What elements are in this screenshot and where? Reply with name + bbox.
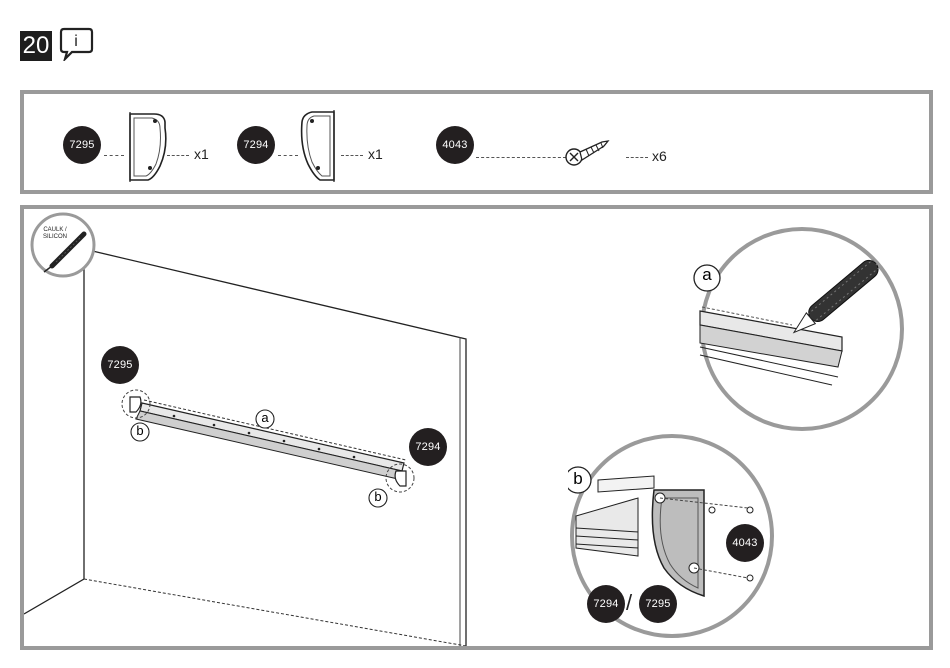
part-badge-7294: 7294	[409, 428, 447, 466]
callout-b-label: b	[129, 423, 151, 438]
leader-line	[167, 155, 189, 156]
detail-a-label: a	[694, 265, 720, 285]
separator-slash: /	[626, 590, 632, 616]
part-badge-7294: 7294	[237, 126, 275, 164]
tool-label: CAULK / SILICON	[38, 227, 72, 241]
leader-line	[476, 157, 566, 158]
callout-a-label: a	[254, 410, 276, 425]
part-badge-4043: 4043	[726, 524, 764, 562]
svg-text:i: i	[74, 33, 78, 50]
step-number: 20	[20, 31, 52, 61]
part-badge-7295: 7295	[639, 585, 677, 623]
detail-b-label: b	[565, 469, 591, 489]
leader-line	[341, 155, 363, 156]
part-badge-4043: 4043	[436, 126, 474, 164]
part-quantity: x1	[368, 146, 383, 162]
end-cap-left-image	[124, 108, 170, 186]
tool-label-line1: CAULK /	[38, 227, 72, 234]
leader-line	[626, 157, 648, 158]
leader-line	[278, 155, 298, 156]
part-quantity: x6	[652, 148, 667, 164]
part-badge-7295: 7295	[101, 346, 139, 384]
part-quantity: x1	[194, 146, 209, 162]
callout-b-label: b	[367, 489, 389, 504]
part-badge-7295: 7295	[63, 126, 101, 164]
part-badge-7294: 7294	[587, 585, 625, 623]
tool-label-line2: SILICON	[38, 234, 72, 241]
info-speech-bubble-icon[interactable]: i	[58, 27, 94, 66]
leader-line	[104, 155, 124, 156]
end-cap-right-image	[298, 106, 344, 186]
screw-icon	[564, 136, 612, 170]
caulk-gun-icon	[30, 212, 96, 278]
detail-a-view	[692, 225, 906, 433]
